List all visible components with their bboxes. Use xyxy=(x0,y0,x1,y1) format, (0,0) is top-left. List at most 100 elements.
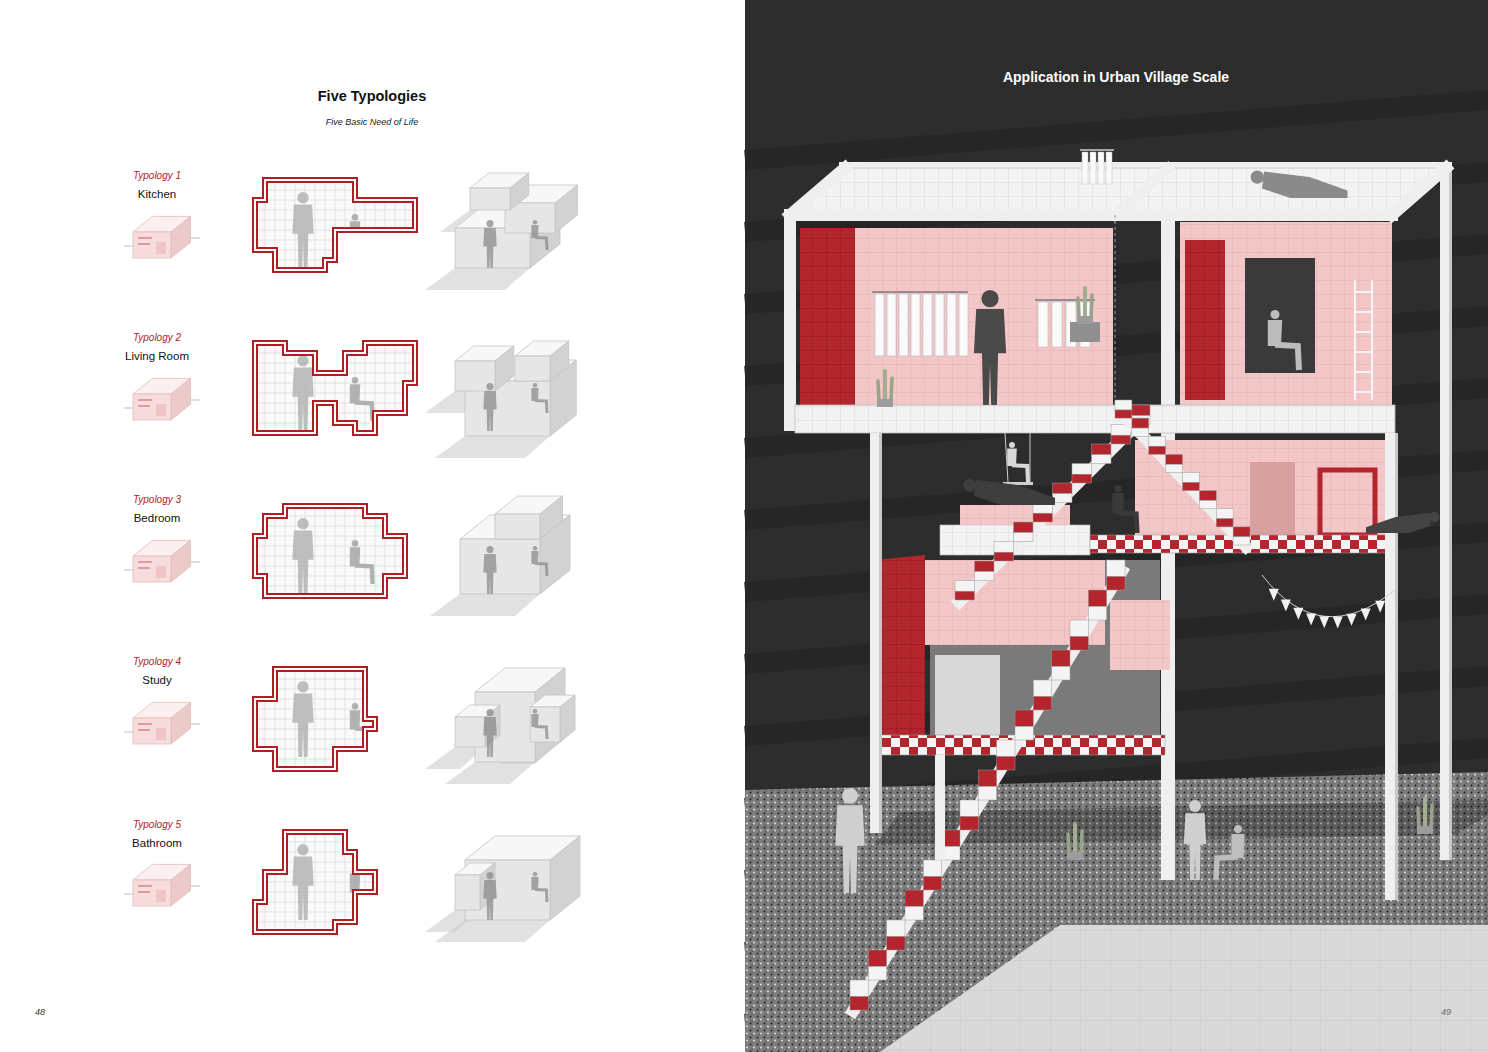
bunting-flag xyxy=(1306,613,1316,625)
render-block xyxy=(475,668,565,762)
figure-body xyxy=(292,694,313,757)
grid-line xyxy=(255,709,415,710)
stair-step xyxy=(1015,710,1033,727)
figure-head xyxy=(1234,825,1242,833)
figure-head xyxy=(981,290,998,307)
human-figure xyxy=(350,703,373,747)
figure-body xyxy=(483,554,496,594)
human-figure xyxy=(292,518,313,594)
typology-icon xyxy=(124,378,200,420)
figure-legs xyxy=(1275,345,1299,370)
hanging-garment xyxy=(1082,152,1088,184)
grid-line xyxy=(255,190,415,191)
floor-slab xyxy=(795,405,1395,433)
frame-beam xyxy=(790,168,845,215)
grid-line xyxy=(255,729,415,730)
figure-legs xyxy=(535,889,547,902)
figure-head xyxy=(1189,800,1201,812)
stair-step xyxy=(1052,650,1070,667)
typology-render xyxy=(425,341,576,458)
typology-name: Bedroom xyxy=(134,512,181,526)
stair-step xyxy=(1131,405,1151,416)
column-shade xyxy=(879,433,882,833)
column xyxy=(935,755,945,860)
label-holder: Application in Urban Village Scale xyxy=(1003,69,1229,86)
block-front xyxy=(455,717,485,747)
block-side xyxy=(555,185,578,233)
human-figure xyxy=(483,546,496,594)
hanging-garment xyxy=(947,294,956,356)
bunting-flag xyxy=(1281,600,1291,612)
typology-name: Kitchen xyxy=(138,188,176,202)
stair-riser xyxy=(1053,494,1073,503)
hanging-garment xyxy=(935,294,944,356)
figure-body xyxy=(483,717,496,757)
figure-head xyxy=(486,872,493,879)
grid-line xyxy=(255,280,415,281)
stair-riser xyxy=(1015,727,1033,741)
grid-line xyxy=(255,220,415,221)
hanging-garment xyxy=(1106,152,1112,184)
figure-head xyxy=(297,844,308,855)
stair-step xyxy=(1014,522,1034,533)
hanging-garment xyxy=(1098,152,1104,184)
grid-line xyxy=(255,586,415,587)
block-front xyxy=(133,556,171,582)
potted-plant xyxy=(1077,288,1093,324)
stair-step xyxy=(975,561,995,572)
human-figure xyxy=(963,479,1055,505)
dotted-guide xyxy=(1115,215,1116,405)
stair-step xyxy=(1070,620,1088,637)
bunting-flag xyxy=(1361,609,1371,621)
figure-head xyxy=(486,709,493,716)
figure-body xyxy=(292,205,313,268)
stair-riser xyxy=(1132,428,1149,436)
human-figure xyxy=(531,709,547,739)
grid-line xyxy=(405,669,406,769)
block-side xyxy=(171,864,191,906)
grid-line xyxy=(255,852,415,853)
human-figure xyxy=(483,872,496,920)
column-shade xyxy=(1395,433,1398,900)
human-figure xyxy=(292,681,313,757)
plant-stem xyxy=(883,371,887,401)
hanging-garment xyxy=(1052,302,1062,347)
pink-block xyxy=(1110,600,1170,670)
figure-head xyxy=(1009,442,1015,448)
grid-line xyxy=(255,689,415,690)
figure-legs xyxy=(1216,857,1238,880)
human-figure xyxy=(483,383,496,431)
plant-pot xyxy=(877,399,893,407)
typology-name: Bathroom xyxy=(132,837,182,851)
figure-head xyxy=(297,518,308,529)
typology-section xyxy=(255,343,415,443)
icon-detail xyxy=(156,728,166,740)
stair-step xyxy=(923,860,941,877)
icon-detail xyxy=(156,890,166,902)
plant-stem xyxy=(1423,798,1427,828)
stair-riser xyxy=(1183,482,1200,490)
figure-head xyxy=(963,479,976,492)
stair-step xyxy=(1199,491,1216,501)
stair-step xyxy=(1233,527,1250,537)
icon-wire xyxy=(190,562,200,563)
grid-line xyxy=(255,556,415,557)
grid-line xyxy=(395,832,396,932)
stair-riser xyxy=(975,572,995,581)
section-outline xyxy=(255,832,375,932)
ladder-rung xyxy=(1355,391,1372,393)
stair-stringer xyxy=(850,566,1125,1016)
human-figure xyxy=(531,220,547,250)
grid-line xyxy=(255,353,415,354)
plant-pot xyxy=(1077,316,1093,324)
typology-icon xyxy=(124,864,200,906)
opening xyxy=(1250,462,1295,535)
frame-beam xyxy=(1392,168,1446,215)
human-figure xyxy=(835,788,864,893)
wall-band xyxy=(745,100,1488,160)
stair xyxy=(955,405,1150,606)
section-interior xyxy=(255,669,415,769)
typology-name: Study xyxy=(142,674,171,688)
